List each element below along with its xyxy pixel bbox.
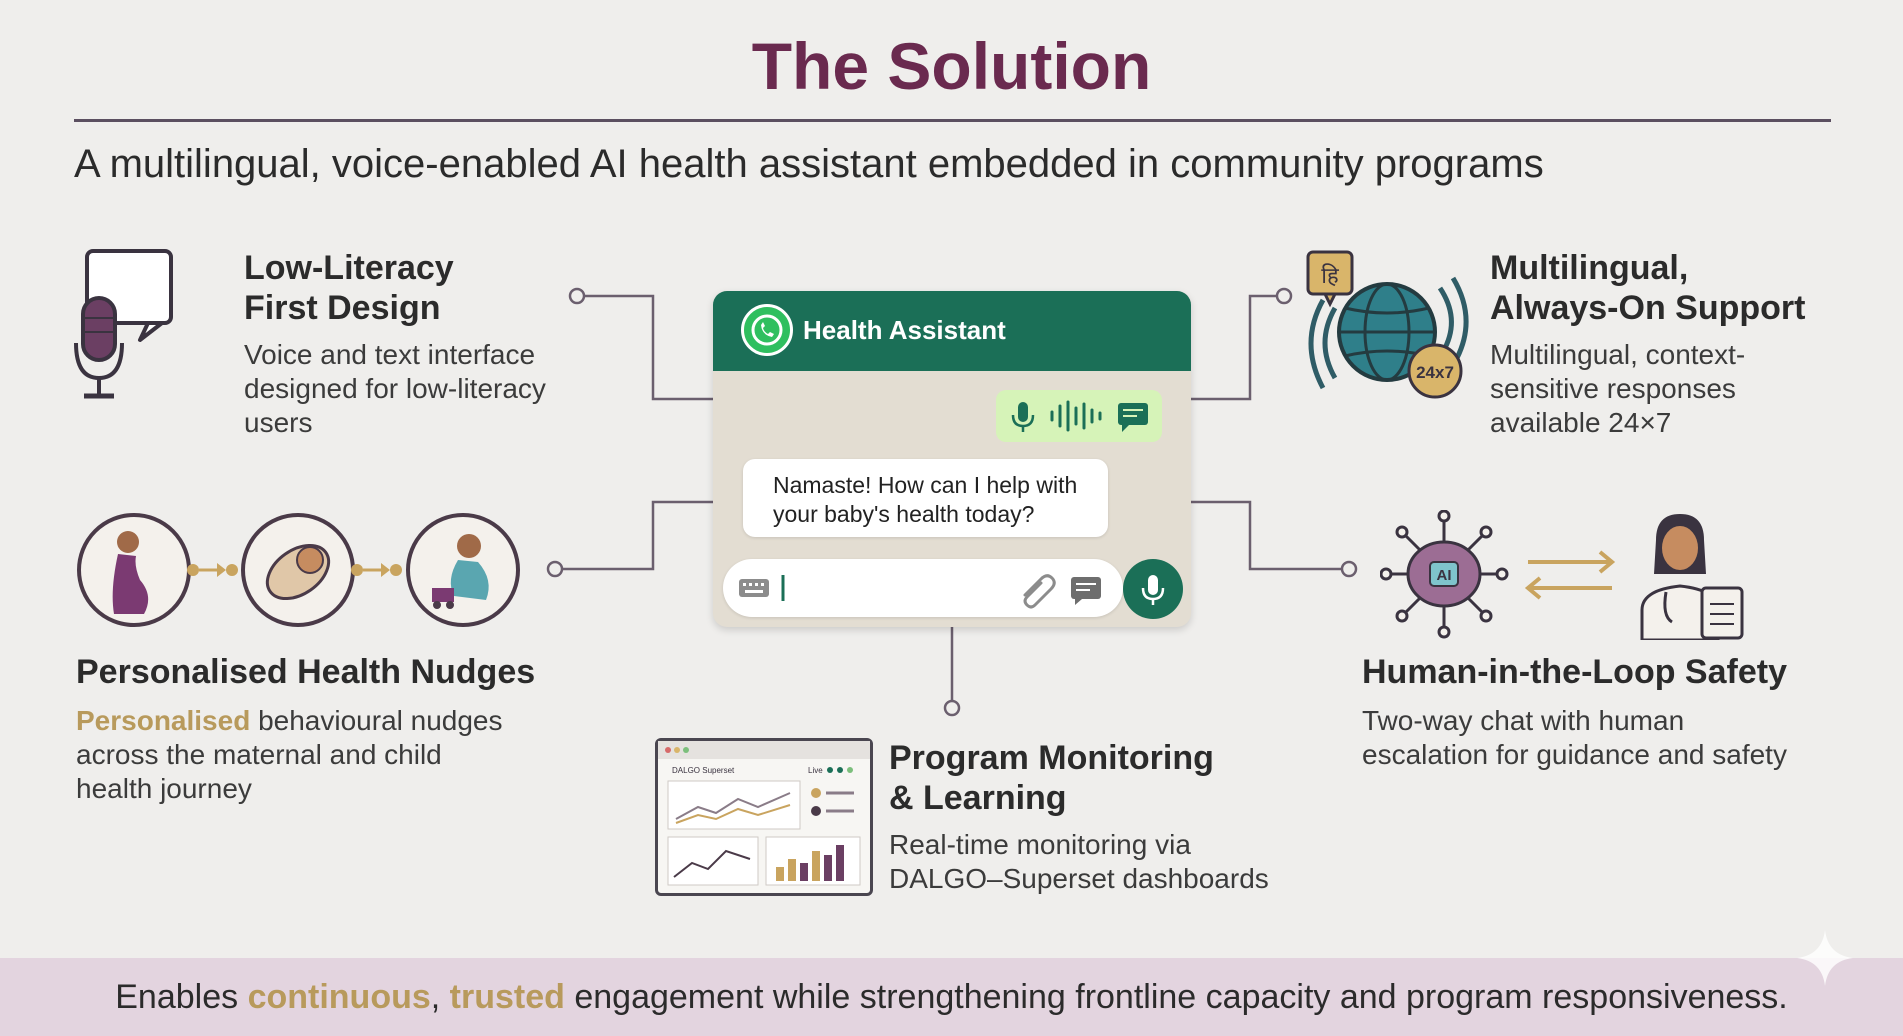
- title-divider: [74, 119, 1831, 122]
- hindi-glyph: हि: [1321, 263, 1339, 289]
- maternal-journey-icons: [74, 510, 534, 635]
- message-icon: [1118, 403, 1148, 432]
- feature-desc-nudges-2: across the maternal and child: [76, 739, 442, 770]
- human-loop-icons: AI: [1379, 509, 1760, 645]
- feature-desc-monitoring-2: DALGO–Superset dashboards: [889, 863, 1269, 894]
- feature-desc-human-loop-2: escalation for guidance and safety: [1362, 739, 1787, 770]
- chat-message-text: Namaste! How can I help with your baby's…: [773, 472, 1078, 527]
- feature-title-monitoring-2: & Learning: [889, 779, 1067, 817]
- dashboard-brand: DALGO Superset: [672, 766, 735, 775]
- feature-desc-monitoring: Real-time monitoring via: [889, 829, 1191, 860]
- chat-window: Health Assistant Namaste! How can: [713, 291, 1191, 627]
- ai-brain-icon: AI: [1379, 509, 1509, 639]
- footer-prefix: Enables: [115, 978, 248, 1016]
- message-input[interactable]: [723, 559, 1123, 617]
- chat-header: Health Assistant: [713, 291, 1191, 371]
- footer-separator: ,: [430, 978, 450, 1016]
- ai-label: AI: [1437, 567, 1452, 584]
- footer-banner: Enables continuous, trusted engagement w…: [0, 930, 1903, 1036]
- baby-icon: [241, 513, 355, 627]
- connector-node: [943, 699, 961, 717]
- feature-desc-low-literacy: Voice and text interface: [244, 339, 536, 370]
- feature-desc-multilingual-2: sensitive responses: [1490, 373, 1736, 404]
- connector-node: [568, 287, 586, 305]
- connector-node: [1340, 560, 1358, 578]
- feature-title-multilingual: Multilingual,: [1490, 249, 1689, 287]
- chat-header-title: Health Assistant: [803, 315, 1006, 345]
- feature-desc-low-literacy-3: users: [244, 407, 313, 438]
- mic-icon: [1141, 575, 1165, 605]
- footer-text: Enables continuous, trusted engagement w…: [0, 978, 1903, 1017]
- globe-icon: हि 24x7: [1305, 248, 1475, 413]
- connector-node: [1275, 287, 1293, 305]
- feature-desc-low-literacy-2: designed for low-literacy: [244, 373, 546, 404]
- feature-title-low-literacy-2: First Design: [244, 289, 441, 327]
- doctor-icon: [1640, 514, 1744, 642]
- footer-suffix: engagement while strengthening frontline…: [564, 978, 1788, 1016]
- voice-message-bubble[interactable]: [996, 390, 1162, 442]
- highlight-personalised: Personalised: [76, 705, 251, 736]
- feature-desc-human-loop: Two-way chat with human: [1362, 705, 1685, 736]
- highlight-trusted: trusted: [449, 978, 565, 1016]
- dashboard-icon: DALGO Superset Live: [655, 738, 873, 896]
- sparkle-icon: [1797, 930, 1853, 986]
- page-subtitle: A multilingual, voice-enabled AI health …: [74, 142, 1544, 186]
- keyboard-icon: [739, 579, 769, 597]
- feature-desc-multilingual-3: available 24×7: [1490, 407, 1672, 438]
- highlight-continuous: continuous: [247, 978, 431, 1016]
- feature-desc-nudges: behavioural nudges: [250, 705, 503, 736]
- connector-node: [546, 560, 564, 578]
- feature-title-low-literacy: Low-Literacy: [244, 249, 454, 287]
- feature-title-monitoring: Program Monitoring: [889, 739, 1214, 777]
- feature-desc-nudges-3: health journey: [76, 773, 252, 804]
- feature-title-nudges: Personalised Health Nudges: [76, 653, 536, 691]
- incoming-message-bubble: Namaste! How can I help with your baby's…: [743, 459, 1108, 537]
- attachment-icon: [1023, 574, 1056, 609]
- dashboard-live: Live: [808, 766, 823, 775]
- mic-icon: [1011, 402, 1035, 432]
- feature-title-human-loop: Human-in-the-Loop Safety: [1362, 653, 1787, 691]
- feature-title-multilingual-2: Always-On Support: [1490, 289, 1806, 327]
- feature-desc-multilingual: Multilingual, context-: [1490, 339, 1746, 370]
- toddler-icon: [406, 513, 520, 627]
- message-icon: [1071, 577, 1101, 605]
- page-title: The Solution: [751, 29, 1152, 103]
- whatsapp-icon: [741, 304, 793, 356]
- send-voice-button[interactable]: [1123, 559, 1183, 619]
- exchange-arrows-icon: [1524, 550, 1616, 600]
- pregnant-woman-icon: [77, 513, 191, 627]
- badge-24x7: 24x7: [1416, 363, 1454, 382]
- waveform-icon: [1050, 400, 1102, 432]
- microphone-icon: [74, 248, 224, 413]
